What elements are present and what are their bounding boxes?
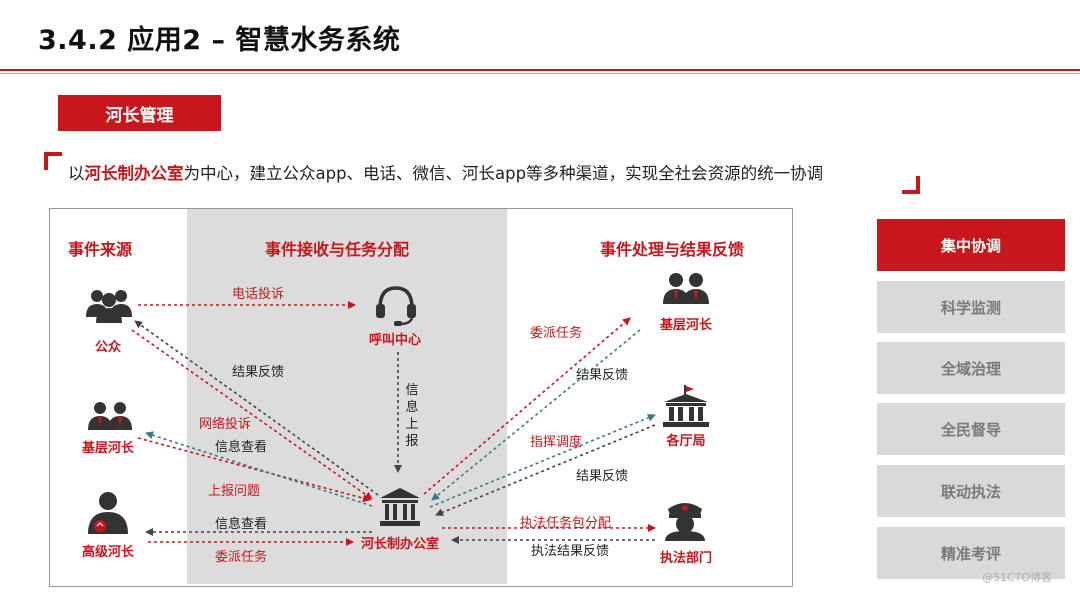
people-group-icon (86, 290, 132, 323)
title-divider (0, 69, 1080, 71)
edge-label-phone-complaint: 电话投诉 (232, 287, 285, 302)
edge-label-info-view-senior: 信息查看 (215, 517, 268, 532)
edge-label-web-complaint: 网络投诉 (199, 417, 252, 432)
edge-web-complaint (137, 437, 371, 503)
government-building-icon (380, 488, 420, 526)
node-grass-chief-left: 基层河长 (81, 441, 135, 456)
node-call-center: 呼叫中心 (368, 333, 422, 348)
edge-command-dispatch (429, 413, 656, 508)
section-tag: 河长管理 (58, 95, 221, 131)
edge-label-report-issue: 上报问题 (208, 484, 261, 499)
edge-label-info-view-left: 信息查看 (215, 440, 268, 455)
police-officer-icon (665, 503, 705, 541)
side-tab-public-supervision[interactable]: 全民督导 (877, 403, 1065, 455)
side-tab-precise-evaluation[interactable]: 精准考评 (877, 527, 1065, 579)
column-head-receive: 事件接收与任务分配 (265, 240, 410, 259)
column-head-handle: 事件处理与结果反馈 (600, 240, 745, 259)
title-divider-thin (0, 73, 1080, 74)
node-bureaus: 各厅局 (666, 434, 706, 449)
node-office: 河长制办公室 (360, 537, 440, 552)
edge-result-feedback-grass (431, 329, 641, 501)
node-senior-chief: 高级河长 (81, 545, 135, 560)
node-grass-chief-right: 基层河长 (659, 318, 713, 333)
officials-pair-right-icon (663, 273, 709, 304)
edge-result-feedback-public (134, 320, 379, 496)
officials-pair-icon (88, 402, 132, 430)
column-head-source: 事件来源 (68, 240, 133, 259)
party-official-icon (88, 492, 128, 534)
open-quote-mark (44, 152, 62, 170)
side-tab-scientific-monitoring[interactable]: 科学监测 (877, 281, 1065, 333)
side-tab-joint-enforcement[interactable]: 联动执法 (877, 465, 1065, 517)
close-quote-mark (902, 176, 920, 194)
node-public: 公众 (94, 340, 122, 355)
edge-label-result-feedback-public: 结果反馈 (232, 365, 285, 380)
side-tab-domain-governance[interactable]: 全域治理 (877, 342, 1065, 394)
bureau-building-icon (663, 385, 709, 427)
edge-label-assign-task-senior: 委派任务 (215, 550, 268, 565)
side-tab-central-coordination[interactable]: 集中协调 (877, 219, 1065, 271)
intro-highlight: 河长制办公室 (84, 164, 184, 183)
edge-public-to-office (131, 329, 373, 500)
headset-icon (376, 286, 416, 326)
page-title: 3.4.2 应用2 – 智慧水务系统 (38, 25, 401, 56)
edge-label-result-feedback-grass: 结果反馈 (576, 368, 629, 383)
edge-label-result-feedback-bureau: 结果反馈 (576, 469, 629, 484)
edge-label-info-report: 信息上报 (405, 383, 419, 449)
intro-text: 以河长制办公室为中心，建立公众app、电话、微信、河长app等多种渠道，实现全社… (68, 160, 823, 184)
watermark: @51CTO博客 (982, 571, 1053, 584)
intro-prefix: 以 (68, 164, 85, 183)
intro-suffix: 为中心，建立公众app、电话、微信、河长app等多种渠道，实现全社会资源的统一协… (183, 164, 824, 183)
edge-label-assign-task-right: 委派任务 (530, 326, 583, 341)
edge-label-command-dispatch: 指挥调度 (530, 435, 583, 450)
edge-label-enforcement-task: 执法任务包分配 (520, 516, 612, 531)
node-enforcement: 执法部门 (659, 551, 713, 566)
edge-label-enforcement-result: 执法结果反馈 (531, 544, 610, 559)
